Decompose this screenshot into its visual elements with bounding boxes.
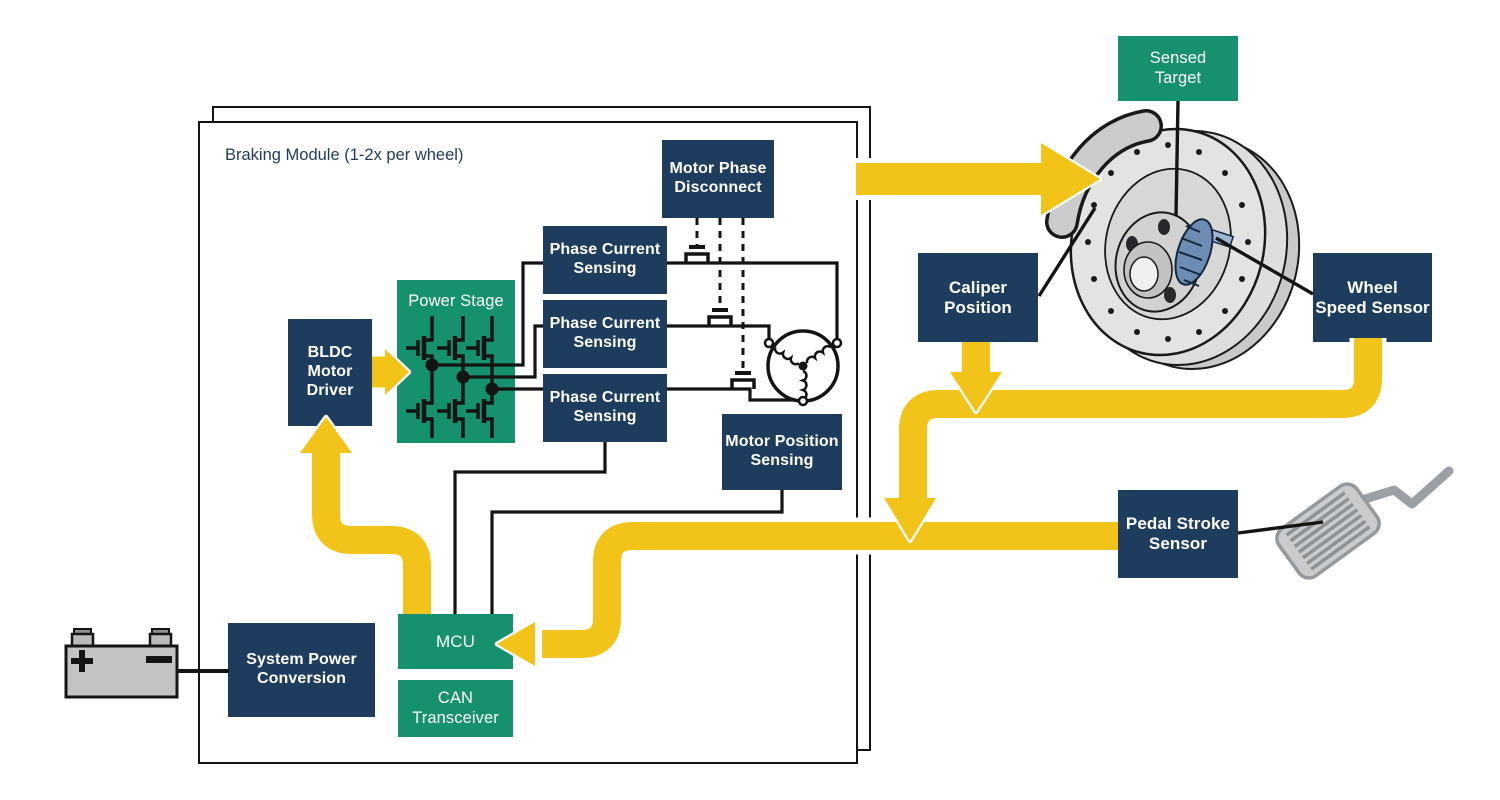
rotor-holes [1085,142,1251,342]
label-can-transceiver: CAN Transceiver [412,689,499,727]
label-power-stage: Power Stage [408,292,504,310]
block-bldc-motor-driver [288,319,372,426]
label-mcu: MCU [435,631,475,651]
arrow-pedal-to-mcu [494,517,1118,669]
label-phase-current-sensing-2: Phase Current Sensing [549,315,661,351]
block-phase-current-sensing-1 [543,226,667,294]
block-sensed-target [1118,36,1238,101]
block-motor-position-sensing [722,414,842,490]
block-motor-phase-disconnect [662,140,774,218]
label-sensed-target: Sensed Target [1149,49,1207,87]
pedal-arm [1357,466,1454,509]
label-caliper-position: Caliper Position [944,277,1012,317]
label-phase-current-sensing-1: Phase Current Sensing [549,241,661,277]
label-motor-position-sensing: Motor Position Sensing [725,433,839,469]
block-mcu [398,614,513,669]
battery-minus-symbol [146,656,172,663]
block-phase-current-sensing-3 [543,374,667,442]
arrow-wheel-speed-to-bus [881,338,1387,544]
bldc-motor-symbol [763,329,843,407]
pedal-grip-slats [1285,491,1371,571]
block-phase-current-sensing-2 [543,300,667,368]
pedal-stroke-leader [1237,520,1324,535]
label-motor-phase-disconnect: Motor Phase Disconnect [669,160,767,196]
phase-disconnect-switches [684,245,756,389]
label-bldc-motor-driver: BLDC Motor Driver [306,344,354,399]
sensed-target-leader [1174,100,1180,217]
block-wheel-speed-sensor [1313,253,1432,342]
module-title: Braking Module (1-2x per wheel) [225,146,464,164]
caliper [1045,109,1163,239]
block-pedal-stroke-sensor [1118,490,1238,578]
block-system-power-conversion [228,623,375,717]
brake-pedal-illustration [1275,466,1454,580]
arrow-bldc-to-power-stage [372,346,412,398]
power-stage-mosfets [406,316,499,438]
arrow-caliper-to-bus [947,342,1005,415]
caliper-position-leader [1037,207,1097,297]
label-wheel-speed-sensor: Wheel Speed Sensor [1315,277,1430,317]
block-caliper-position [918,253,1038,342]
block-can-transceiver [398,680,513,737]
arrow-mcu-to-bldc [297,414,436,614]
battery-illustration [64,628,179,699]
signal-wires [177,100,1324,673]
sensed-target-tone-ring [1174,218,1235,287]
label-phase-current-sensing-3: Phase Current Sensing [549,389,661,425]
arrow-module-to-caliper [856,140,1103,218]
flow-arrows [297,140,1387,669]
brake-disc-illustration [1045,109,1301,371]
battery-plus-symbol [71,650,93,672]
wheel-speed-leader [1215,236,1314,296]
label-system-power-conversion: System Power Conversion [246,651,357,687]
label-pedal-stroke-sensor: Pedal Stroke Sensor [1125,514,1231,553]
